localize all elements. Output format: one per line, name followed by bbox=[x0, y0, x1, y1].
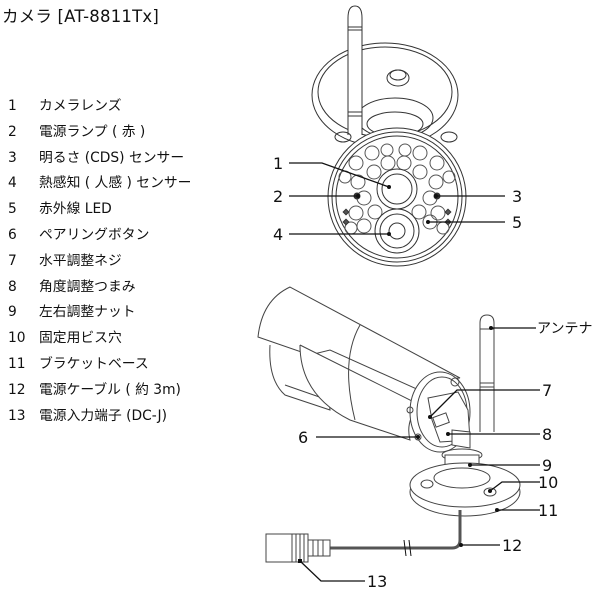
part-label: 電源ランプ ( 赤 ) bbox=[39, 123, 146, 140]
part-label: 明るさ (CDS) センサー bbox=[39, 149, 185, 166]
part-number: 9 bbox=[8, 304, 17, 321]
part-label: 赤外線 LED bbox=[39, 201, 112, 218]
part-item: 6 ペアリングボタン bbox=[8, 226, 191, 252]
part-item: 2 電源ランプ ( 赤 ) bbox=[8, 123, 191, 149]
side-callouts bbox=[299, 327, 540, 582]
part-item: 11 ブラケットベース bbox=[8, 355, 191, 381]
part-item: 12 電源ケーブル ( 約 3m) bbox=[8, 381, 191, 407]
antenna-icon bbox=[347, 5, 363, 135]
part-number: 3 bbox=[8, 149, 17, 166]
part-number: 4 bbox=[8, 175, 17, 192]
part-label: カメラレンズ bbox=[39, 98, 122, 114]
part-label: 水平調整ネジ bbox=[39, 252, 122, 269]
part-number: 1 bbox=[8, 98, 17, 114]
part-number: 2 bbox=[8, 123, 17, 140]
part-item: 3 明るさ (CDS) センサー bbox=[8, 149, 191, 175]
callout-5: 5 bbox=[512, 213, 522, 232]
part-number: 11 bbox=[8, 355, 26, 372]
part-item: 13 電源入力端子 (DC-J) bbox=[8, 407, 191, 433]
part-label: 電源ケーブル ( 約 3m) bbox=[39, 381, 181, 398]
part-number: 13 bbox=[8, 407, 26, 424]
part-item: 10 固定用ビス穴 bbox=[8, 329, 191, 355]
callout-2: 2 bbox=[273, 187, 283, 206]
callout-antenna: アンテナ bbox=[537, 321, 592, 337]
part-item: 9 左右調整ナット bbox=[8, 303, 191, 329]
page-title: カメラ [AT-8811Tx] bbox=[2, 7, 159, 26]
part-number: 10 bbox=[8, 330, 26, 347]
part-label: ペアリングボタン bbox=[39, 226, 150, 243]
callout-3: 3 bbox=[512, 187, 522, 206]
callout-12: 12 bbox=[502, 536, 522, 555]
callout-1: 1 bbox=[273, 154, 283, 173]
part-number: 12 bbox=[8, 381, 26, 398]
callout-7: 7 bbox=[542, 381, 552, 400]
part-label: ブラケットベース bbox=[39, 355, 149, 372]
part-label: 電源入力端子 (DC-J) bbox=[39, 407, 168, 424]
callout-11: 11 bbox=[538, 501, 558, 520]
camera-side-view bbox=[257, 286, 521, 563]
part-label: 左右調整ナット bbox=[39, 304, 136, 321]
antenna-icon bbox=[479, 314, 495, 432]
part-label: 角度調整つまみ bbox=[39, 278, 136, 295]
part-number: 6 bbox=[8, 226, 17, 243]
parts-list: 1 カメラレンズ 2 電源ランプ ( 赤 ) 3 明るさ (CDS) センサー 4 熱感… bbox=[8, 97, 191, 432]
dc-plug-icon bbox=[265, 533, 331, 563]
callout-9: 9 bbox=[542, 456, 552, 475]
callout-8: 8 bbox=[542, 425, 552, 444]
part-item: 8 角度調整つまみ bbox=[8, 278, 191, 304]
part-label: 固定用ビス穴 bbox=[39, 330, 122, 347]
part-number: 7 bbox=[8, 252, 17, 269]
part-item: 5 赤外線 LED bbox=[8, 200, 191, 226]
callout-13: 13 bbox=[367, 572, 387, 591]
part-label: 熱感知 ( 人感 ) センサー bbox=[39, 175, 192, 192]
part-number: 8 bbox=[8, 278, 17, 295]
part-item: 7 水平調整ネジ bbox=[8, 252, 191, 278]
callout-6: 6 bbox=[298, 428, 308, 447]
part-item: 4 熱感知 ( 人感 ) センサー bbox=[8, 174, 191, 200]
part-number: 5 bbox=[8, 201, 17, 218]
front-callouts bbox=[289, 162, 505, 235]
callout-4: 4 bbox=[273, 225, 283, 244]
callout-10: 10 bbox=[538, 473, 558, 492]
part-item: 1 カメラレンズ bbox=[8, 97, 191, 123]
camera-front-view bbox=[311, 5, 467, 267]
